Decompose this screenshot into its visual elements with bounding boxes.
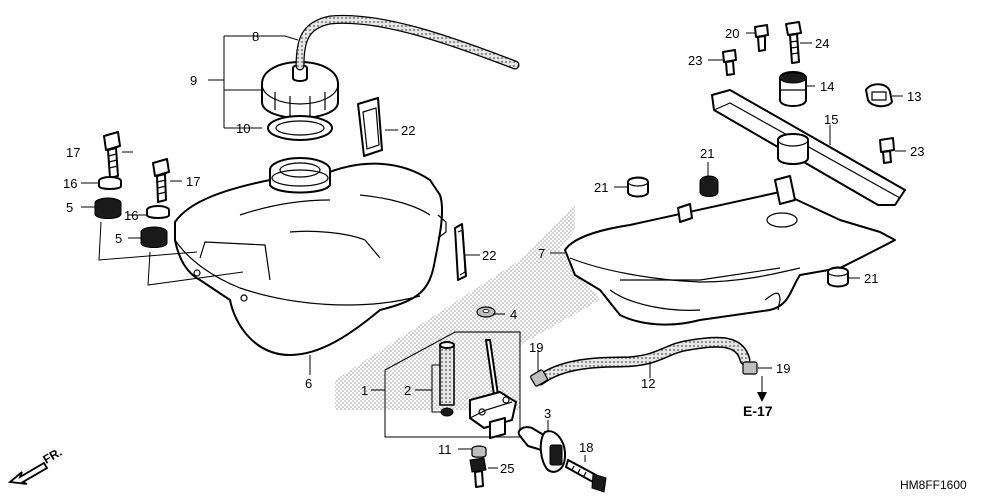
callout-16-right: 16 <box>124 208 138 223</box>
rubber-cushion-14 <box>779 71 807 107</box>
callout-13: 13 <box>907 89 921 104</box>
front-direction-arrow-icon: FR. <box>7 445 64 485</box>
callout-2: 2 <box>404 383 411 398</box>
diagram-code: HM8FF1600 <box>900 478 967 492</box>
callout-10: 10 <box>236 121 250 136</box>
rubber-mount-5-upper <box>94 197 122 219</box>
rubber-mount-5-lower <box>140 226 168 248</box>
callout-7: 7 <box>538 246 545 261</box>
collar-16-left <box>98 176 122 190</box>
grommet-21-left <box>627 176 649 198</box>
reference-e17: E-17 <box>743 403 773 419</box>
flange-bolt-17-right <box>152 158 170 203</box>
fuel-filler-cap <box>261 61 339 119</box>
callout-1: 1 <box>361 383 368 398</box>
callout-23-left: 23 <box>688 53 702 68</box>
leader-lines <box>81 32 906 469</box>
collar-16-right <box>146 205 170 219</box>
flange-bolt-17-left <box>103 131 121 179</box>
fuel-tank-tray <box>564 175 896 326</box>
clip-13 <box>865 83 893 108</box>
callout-20: 20 <box>725 26 739 41</box>
callout-9: 9 <box>190 73 197 88</box>
callout-14: 14 <box>820 79 834 94</box>
fuel-tank <box>174 157 447 356</box>
hose-clip-19-left <box>530 369 548 387</box>
callout-16-left: 16 <box>63 176 77 191</box>
callout-12: 12 <box>641 376 655 391</box>
fuel-valve-knob <box>517 426 566 473</box>
callout-5-upper: 5 <box>66 200 73 215</box>
cap-gasket <box>267 115 333 141</box>
bolt-23-right <box>879 137 895 164</box>
callout-15: 15 <box>824 112 838 127</box>
fuel-valve <box>469 339 517 439</box>
nut-4 <box>476 306 496 318</box>
fuel-strainer <box>439 341 455 417</box>
callout-25: 25 <box>500 461 514 476</box>
callout-17-right: 17 <box>186 174 200 189</box>
grommet-21-right <box>827 266 849 288</box>
screw-11 <box>471 445 487 458</box>
callout-4: 4 <box>510 307 517 322</box>
callout-21-right: 21 <box>864 271 878 286</box>
callout-labels: 8 9 10 22 17 17 16 16 5 5 6 22 4 1 2 19 … <box>63 26 924 476</box>
callout-3: 3 <box>544 406 551 421</box>
callout-18: 18 <box>579 440 593 455</box>
callout-11: 11 <box>438 442 452 457</box>
callout-6: 6 <box>305 376 312 391</box>
callout-19-right: 19 <box>776 361 790 376</box>
callout-8: 8 <box>252 29 259 44</box>
bolt-20 <box>754 24 769 52</box>
tank-rubber-band <box>454 223 467 281</box>
callout-22-middle: 22 <box>482 248 496 263</box>
callout-17-left: 17 <box>66 145 80 160</box>
bolt-23-left <box>722 49 737 76</box>
callout-21-left: 21 <box>594 180 608 195</box>
callout-19-left: 19 <box>529 340 543 355</box>
callout-24: 24 <box>815 36 829 51</box>
assembly-bracket-1 <box>384 331 521 438</box>
bolt-18 <box>565 459 607 493</box>
hatched-background <box>335 205 600 410</box>
callout-5-lower: 5 <box>115 231 122 246</box>
bolt-25 <box>469 457 487 488</box>
callout-23-right: 23 <box>910 144 924 159</box>
tank-bracket <box>711 89 906 206</box>
grommet-21-middle <box>699 175 719 197</box>
tank-rubber-strap <box>357 97 383 157</box>
callout-22-top: 22 <box>401 123 415 138</box>
hose-clip-19-right <box>742 361 758 375</box>
callout-21-middle: 21 <box>700 146 714 161</box>
bolt-24 <box>785 21 802 64</box>
